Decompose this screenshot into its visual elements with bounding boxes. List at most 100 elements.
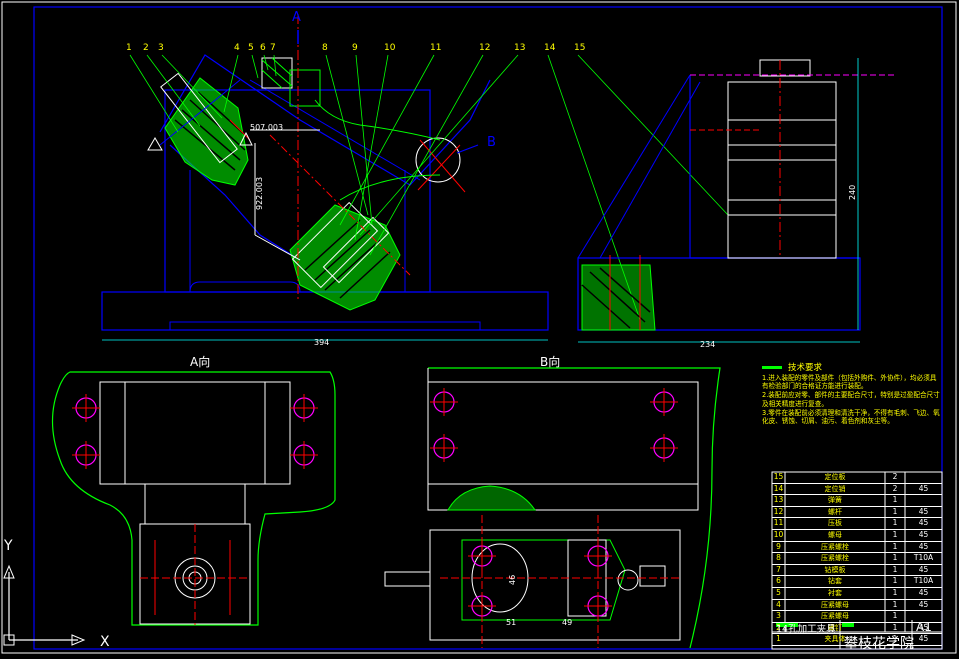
bom-item-qty: 1 [892, 529, 898, 539]
bom-item-material: T10A [913, 553, 934, 563]
bom-row: 10 螺母 1 45 [772, 530, 942, 542]
tech-requirement-item: 2.装配前应对零、部件的主要配合尺寸，特别是过盈配合尺寸及相关精度进行复查。 [762, 391, 940, 408]
bom-item-material: 45 [918, 518, 929, 528]
bom-item-material: 45 [918, 587, 929, 597]
bolt-hole-group [72, 388, 678, 620]
bom-item-name: 螺杆 [828, 507, 842, 516]
bom-item-qty: 2 [892, 483, 898, 493]
bom-item-number: 4 [776, 599, 781, 609]
callout-2: 2 [143, 43, 149, 53]
title-block-school: 攀枝花学院 [844, 636, 914, 652]
bom-item-qty: 1 [892, 518, 898, 528]
bom-item-number: 5 [776, 587, 781, 597]
bom-item-material: 45 [918, 622, 929, 632]
bom-item-number: 2 [776, 622, 781, 632]
callout-3: 3 [158, 43, 164, 53]
callout-9: 9 [352, 43, 358, 53]
bom-item-name: 衬套 [828, 588, 842, 597]
bom-item-name: 压紧螺母 [821, 600, 849, 609]
bom-item-material: 45 [918, 599, 929, 609]
callout-leader-line [355, 54, 373, 226]
callout-leader-line [251, 54, 259, 79]
bom-item-qty: 1 [892, 576, 898, 586]
callout-15: 15 [574, 43, 585, 53]
section-label-b: B [487, 135, 496, 150]
callout-10: 10 [384, 43, 396, 53]
bom-item-material: 45 [918, 541, 929, 551]
dim-width-right: 234 [700, 340, 715, 349]
tech-requirements-title: 技术要求 [788, 362, 940, 374]
bom-item-qty: 1 [892, 541, 898, 551]
bom-item-material: 45 [918, 506, 929, 516]
bom-item-qty: 1 [892, 587, 898, 597]
callout-leader-line [223, 54, 239, 113]
callout-leader-line [161, 54, 223, 119]
front-dimensions: 394 507.003 922.003 [102, 123, 548, 347]
bom-item-name: 定位销 [824, 484, 846, 493]
dim-507: 507.003 [250, 123, 283, 132]
section-label-a: A [292, 10, 301, 25]
callout-leader-line [354, 54, 389, 241]
tech-requirement-item: 3.零件在装配前必须清理和清洗干净，不得有毛刺、飞边、氧化皮、锈蚀、切屑、油污、… [762, 408, 940, 426]
callout-1: 1 [126, 43, 132, 53]
bom-item-number: 15 [773, 472, 784, 481]
section-markers: A B [147, 10, 496, 154]
view-b: B向 46 51 49 [384, 354, 721, 649]
bom-item-name: 钻套 [828, 577, 842, 586]
callout-leader-line [273, 54, 277, 77]
bom-item-material: 45 [918, 634, 929, 644]
bom-item-number: 12 [773, 506, 784, 516]
bom-item-material: T10A [913, 576, 934, 586]
bom-item-qty: 1 [892, 599, 898, 609]
bom-item-qty: 1 [892, 634, 898, 644]
bom-item-number: 13 [773, 495, 784, 505]
callout-8: 8 [322, 43, 328, 53]
drawing-frame-inner [33, 6, 943, 650]
callout-leader-line [325, 54, 369, 216]
bom-item-qty: 1 [892, 506, 898, 516]
dim-922: 922.003 [255, 177, 264, 210]
bom-item-qty: 1 [892, 553, 898, 563]
callout-7: 7 [270, 43, 276, 53]
front-view [101, 14, 549, 331]
dim-46: 46 [508, 575, 517, 585]
bom-item-qty: 1 [892, 495, 898, 505]
bom-item-material: 45 [918, 529, 929, 539]
bom-item-name: 压紧螺母 [821, 612, 849, 621]
callout-11: 11 [430, 43, 441, 53]
callout-leader-line [146, 54, 201, 127]
side-view: 234 240 [577, 58, 895, 349]
callout-14: 14 [544, 43, 556, 53]
callout-leader-line [263, 54, 269, 71]
dim-width-left: 394 [314, 338, 329, 347]
ucs-x-label: X [100, 634, 110, 650]
view-a: A向 [51, 354, 336, 626]
bom-item-name: 压紧螺栓 [821, 542, 849, 551]
ucs-icon: Y X [3, 538, 110, 650]
bom-item-name: 螺母 [828, 530, 842, 539]
bom-item-name: 弹簧 [828, 496, 842, 505]
view-a-label: A向 [190, 354, 210, 369]
callout-4: 4 [234, 43, 240, 53]
bom-row: 4 压紧螺母 1 45 [772, 600, 942, 612]
bom-item-number: 10 [773, 529, 784, 539]
ucs-y-label: Y [3, 538, 13, 554]
dim-49: 49 [562, 618, 572, 627]
bom-item-name: 螺钉 [828, 623, 842, 632]
callout-leader-line [547, 54, 641, 321]
tech-requirements: 技术要求 1.进入装配的零件及部件（包括外购件、外协件），均必须具有检验部门的合… [762, 362, 940, 426]
bom-item-qty: 1 [892, 622, 898, 632]
bom-row: 12 螺杆 1 45 [772, 507, 942, 519]
bom-item-name: 压紧螺栓 [821, 554, 849, 563]
bom-row: 5 衬套 1 45 [772, 588, 942, 600]
bom-item-number: 9 [776, 541, 781, 551]
